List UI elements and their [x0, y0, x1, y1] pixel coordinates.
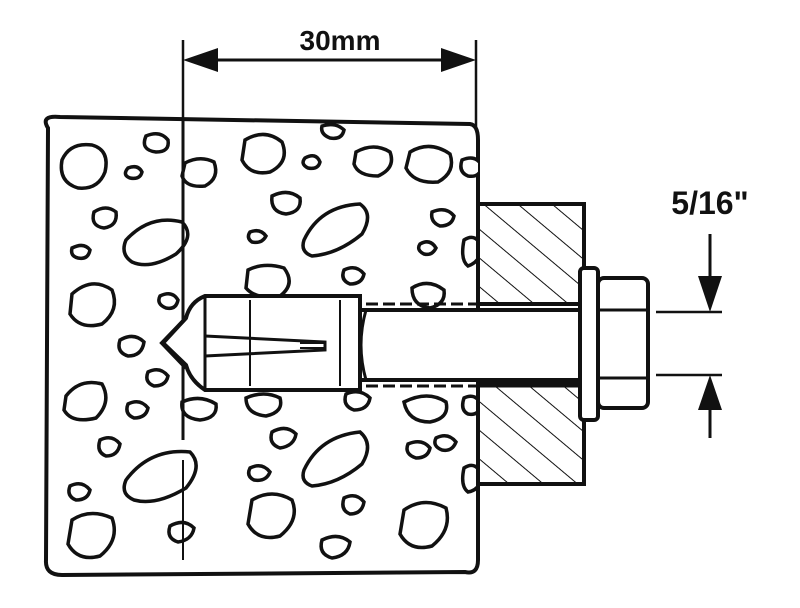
aggregate-stone [59, 142, 108, 190]
aggregate-stone [123, 164, 144, 181]
aggregate-stone [301, 154, 322, 171]
fixture-plate [476, 202, 586, 486]
aggregate-stone [66, 511, 116, 560]
aggregate-stone [429, 208, 456, 228]
aggregate-stone [341, 494, 366, 516]
aggregate-stone [122, 218, 190, 267]
aggregate-stone [117, 334, 146, 358]
arrowhead-down [698, 276, 722, 312]
depth-label: 30mm [300, 25, 381, 56]
aggregate-stone [180, 157, 218, 189]
aggregate-stone [180, 396, 218, 422]
hex-nut [596, 276, 650, 410]
arrowhead-right [441, 48, 476, 72]
aggregate-stone [240, 132, 286, 175]
aggregate-stone [142, 132, 170, 154]
bolt-shank [358, 302, 582, 388]
aggregate-stone [91, 206, 118, 230]
aggregate-stone [433, 434, 459, 453]
aggregate-stone [97, 436, 122, 458]
aggregate-stone [402, 394, 449, 424]
aggregate-stone [301, 430, 370, 488]
aggregate-stone [459, 156, 478, 179]
anchor-sleeve [159, 294, 362, 392]
depth-dimension: 30mm [181, 25, 478, 130]
aggregate-stone [145, 368, 170, 388]
aggregate-stone [404, 144, 454, 184]
aggregate-stone [410, 281, 446, 310]
aggregate-stone [343, 390, 372, 412]
aggregate-stone [244, 263, 291, 299]
aggregate-stone [246, 228, 269, 245]
aggregate-stone [341, 266, 366, 286]
aggregate-stone [269, 426, 298, 450]
aggregate-stone [62, 380, 108, 422]
aggregate-stone [67, 482, 92, 502]
aggregate-stone [319, 534, 352, 560]
aggregate-stone [125, 400, 150, 420]
bolt-diameter-label: 5/16" [671, 185, 748, 221]
arrowhead-left [183, 48, 218, 72]
aggregate-stone [352, 145, 394, 178]
bolt-diameter-dimension: 5/16" [656, 185, 749, 438]
arrowhead-up [698, 375, 722, 410]
aggregate-stone [244, 392, 283, 418]
aggregate-stone [398, 500, 450, 550]
aggregate-stone [157, 292, 180, 311]
aggregate-stone [122, 449, 198, 504]
aggregate-stone [301, 202, 370, 258]
aggregate-stone [69, 243, 92, 261]
aggregate-stone [405, 440, 432, 460]
aggregate-stone [270, 190, 302, 216]
aggregate-stone [319, 122, 346, 141]
aggregate-stone [68, 282, 117, 328]
aggregate-stone [246, 464, 273, 483]
aggregate-stone [246, 492, 296, 540]
aggregate-stone [416, 240, 438, 257]
washer [578, 266, 600, 422]
